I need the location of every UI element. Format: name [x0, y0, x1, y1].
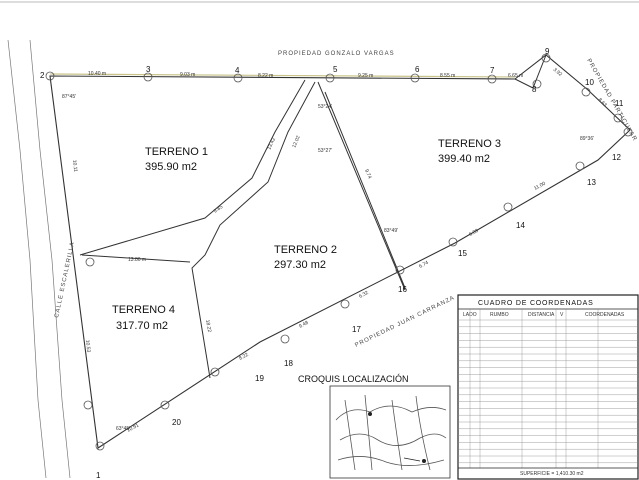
terreno-4-area: 317.70 m2 [116, 320, 168, 332]
vertex-15: 15 [458, 249, 467, 258]
svg-text:10.91: 10.91 [126, 422, 140, 433]
south-neighbor-label: PROPIEDAD JUAN CARRANZA [354, 295, 456, 349]
terreno-2-area: 297.30 m2 [274, 259, 326, 271]
vertex-labels: 1 2 3 4 5 6 7 8 9 10 11 12 13 14 15 16 1… [40, 47, 624, 480]
terreno-4-name: TERRENO 4 [112, 304, 175, 316]
svg-text:13.80 m: 13.80 m [128, 257, 146, 263]
svg-text:8.63: 8.63 [597, 97, 608, 108]
vertex-10: 10 [585, 78, 594, 87]
terreno-3-name: TERRENO 3 [438, 138, 501, 150]
vertex-1: 1 [96, 471, 101, 480]
svg-text:6.83: 6.83 [468, 228, 480, 238]
svg-text:11.00: 11.00 [533, 181, 547, 192]
svg-text:10.11: 10.11 [71, 160, 78, 173]
vertex-7: 7 [490, 66, 495, 75]
svg-text:8.22 m: 8.22 m [258, 73, 273, 79]
angles: 87°45' 53°24' 53°27' 83°49' 63°45' 89°36… [62, 94, 594, 432]
svg-text:COORDENADAS: COORDENADAS [585, 312, 625, 318]
vertex-5: 5 [333, 65, 338, 74]
vertex-6: 6 [415, 65, 420, 74]
vertex-14: 14 [516, 221, 525, 230]
svg-text:RUMBO: RUMBO [490, 312, 509, 318]
vertex-9: 9 [545, 47, 550, 56]
street-edges [7, 39, 71, 479]
vertex-16: 16 [398, 285, 407, 294]
svg-text:DISTANCIA: DISTANCIA [528, 312, 555, 318]
svg-text:V: V [560, 312, 564, 318]
locator-title: CROQUIS LOCALIZACIÓN [298, 374, 409, 384]
svg-text:3.92: 3.92 [552, 67, 563, 78]
svg-text:12.02: 12.02 [291, 135, 301, 149]
terreno-2-name: TERRENO 2 [274, 244, 337, 256]
svg-text:89°36': 89°36' [580, 136, 594, 142]
svg-text:8.55 m: 8.55 m [440, 73, 455, 79]
svg-text:10.40 m: 10.40 m [88, 71, 106, 77]
svg-text:83°49': 83°49' [384, 228, 398, 234]
svg-text:9.03 m: 9.03 m [180, 72, 195, 78]
svg-text:13.42: 13.42 [266, 137, 277, 151]
vertex-19: 19 [255, 374, 264, 383]
east-neighbor-label: PROPIEDAD PARTICULAR [585, 58, 637, 143]
vertex-8: 8 [532, 85, 537, 94]
terreno-3-area: 399.40 m2 [438, 153, 490, 165]
locator-map: CROQUIS LOCALIZACIÓN [298, 374, 451, 479]
internal-lines [79, 79, 406, 379]
svg-text:8.22: 8.22 [238, 352, 250, 362]
svg-text:6.65 m: 6.65 m [508, 73, 523, 79]
coordinates-table: CUADRO DE COORDENADAS LADO RUMBO DISTANC… [457, 294, 639, 480]
svg-text:18.22: 18.22 [204, 319, 212, 333]
svg-text:9.85: 9.85 [213, 204, 225, 215]
vertex-markers [45, 53, 633, 451]
terreno-1-area: 395.90 m2 [145, 161, 197, 173]
svg-text:9.48: 9.48 [298, 320, 310, 330]
svg-text:53°27': 53°27' [318, 148, 332, 154]
vertex-4: 4 [235, 66, 240, 75]
svg-text:10.53: 10.53 [84, 340, 91, 353]
svg-text:87°45': 87°45' [62, 94, 76, 100]
dimensions: 10.40 m 9.03 m 8.22 m 9.25 m 8.55 m 6.65… [71, 67, 608, 434]
svg-text:63°45': 63°45' [116, 426, 130, 432]
vertex-13: 13 [587, 178, 596, 187]
parcel-labels: TERRENO 1 395.90 m2 TERRENO 2 297.30 m2 … [112, 138, 501, 332]
svg-text:9.74: 9.74 [363, 168, 372, 180]
vertex-2: 2 [40, 71, 45, 80]
north-neighbor-label: PROPIEDAD GONZALO VARGAS [278, 51, 395, 57]
svg-text:6.32: 6.32 [358, 290, 370, 300]
svg-text:6.74: 6.74 [418, 260, 430, 270]
vertex-18: 18 [284, 359, 293, 368]
vertex-12: 12 [612, 153, 621, 162]
svg-text:53°24': 53°24' [318, 104, 332, 110]
boundary [49, 54, 631, 449]
vertex-3: 3 [146, 65, 151, 74]
vertex-11: 11 [615, 99, 624, 108]
vertex-20: 20 [172, 418, 181, 427]
north-boundary-shade [49, 73, 516, 78]
terreno-1-name: TERRENO 1 [145, 146, 208, 158]
table-title: CUADRO DE COORDENADAS [478, 300, 594, 307]
svg-text:9.25 m: 9.25 m [358, 73, 373, 79]
vertex-17: 17 [352, 325, 361, 334]
table-footer: SUPERFICIE = 1,410.30 m2 [520, 471, 584, 477]
east-notch [514, 54, 547, 89]
